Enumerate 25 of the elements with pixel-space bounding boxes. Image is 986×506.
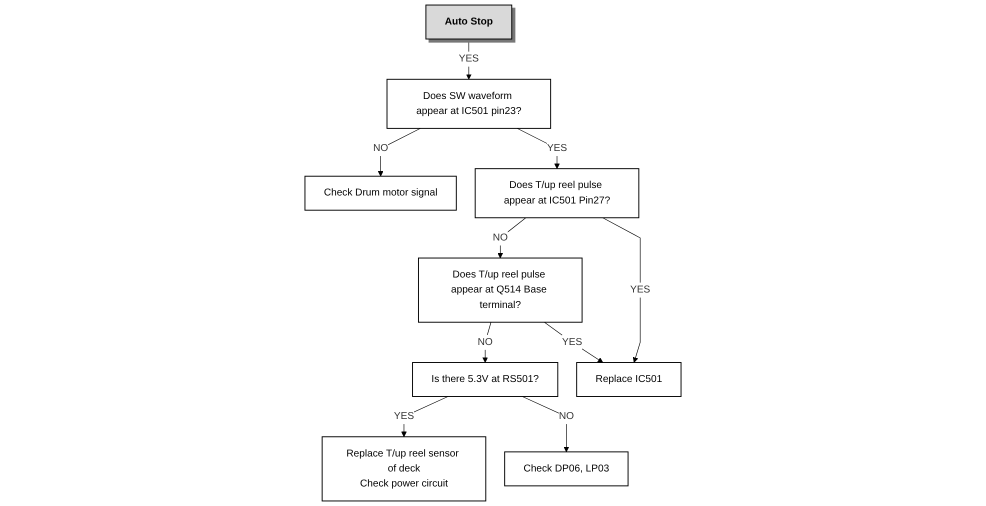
arrow <box>498 217 526 258</box>
arrow <box>516 128 560 169</box>
node-box: Replace IC501 <box>576 362 682 397</box>
edge-label: NO <box>558 410 574 422</box>
node-box: Check DP06, LP03 <box>504 451 629 486</box>
node-box: Replace T/up reel sensor of deck Check power circuit <box>322 436 486 502</box>
node-box: Is there 5.3V at RS501? <box>412 362 558 397</box>
edge-label: YES <box>630 284 650 296</box>
node-box: Check Drum motor signal <box>304 176 457 211</box>
node-box: Does T/up reel pulse appear at Q514 Base terminal? <box>418 258 583 323</box>
arrow <box>378 128 421 176</box>
edge-label: YES <box>562 336 582 348</box>
edge-label: YES <box>394 410 414 422</box>
edge-label: YES <box>458 53 479 64</box>
edge-label: YES <box>546 142 568 154</box>
edge-label: NO <box>373 142 388 154</box>
arrow <box>544 322 604 363</box>
arrow <box>522 396 570 452</box>
edge-label: NO <box>492 232 508 243</box>
node-box: Does T/up reel pulse appear at IC501 Pin27? <box>474 168 640 218</box>
arrow <box>602 217 640 363</box>
node-box: Does SW waveform appear at IC501 pin23? <box>386 78 552 129</box>
edge-label: NO <box>478 336 493 348</box>
arrow <box>401 396 448 438</box>
node-box: Auto Stop <box>425 4 512 40</box>
